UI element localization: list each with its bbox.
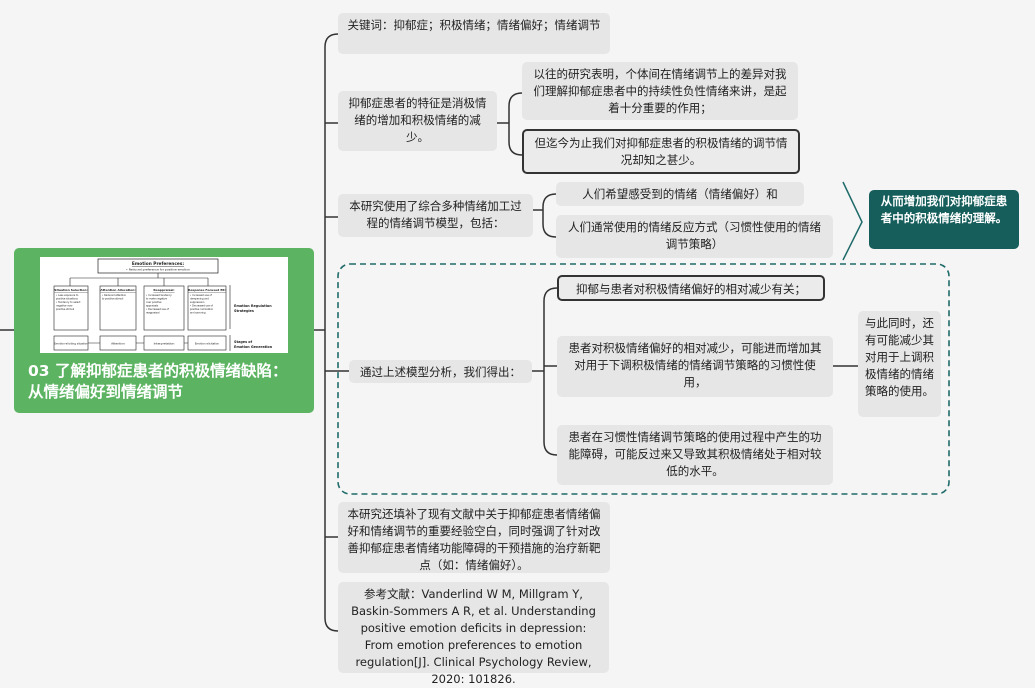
figure-col-4-title: Response Focused ER: — [188, 288, 226, 292]
model-child-node-1[interactable]: 人们希望感受到的情绪（情绪偏好）和 — [556, 182, 804, 206]
feature-node[interactable]: 抑郁症患者的特征是消极情绪的增加和积极情绪的减少。 — [338, 91, 497, 151]
gap-node[interactable]: 本研究还填补了现有文献中关于抑郁症患者情绪偏好和情绪调节的重要经验空白，同时强调… — [338, 502, 610, 573]
keywords-node[interactable]: 关键词：抑郁症；积极情绪；情绪偏好；情绪调节 — [338, 13, 610, 54]
figure-col-3-line: over positive — [146, 301, 162, 304]
figure-col-2-line: • Reduced attention — [102, 294, 127, 297]
figure-col-3-line: • Increased tendency — [146, 294, 172, 297]
figure-col-4-line: and savoring — [190, 312, 206, 315]
figure-stage-4: Emotion elicitation — [195, 342, 220, 346]
figure-stages-label: Emotion Generation — [234, 345, 273, 349]
figure-col-3-line: to make negative — [146, 298, 167, 301]
figure-side-label: Emotion Regulation — [234, 304, 272, 308]
root-title: 03 了解抑郁症患者的积极情绪缺陷： 从情绪偏好到情绪调节 — [28, 361, 308, 403]
figure-col-1-line: • Tendency to select — [56, 301, 81, 304]
figure-col-3-line: • Decreased use of — [146, 308, 169, 311]
model-child-node-2[interactable]: 人们通常使用的情绪反应方式（习惯性使用的情绪调节策略） — [556, 215, 833, 258]
summary-node[interactable]: 从而增加我们对抑郁症患者中的积极情绪的理解。 — [869, 190, 1019, 249]
finding-node-2[interactable]: 患者对积极情绪偏好的相对减少，可能进而增加其对用于下调积极情绪的情绪调节策略的习… — [557, 336, 833, 397]
emotion-regulation-model-figure: Emotion Preferences: • Reduced preferenc… — [40, 257, 288, 353]
root-topic[interactable]: Emotion Preferences: • Reduced preferenc… — [14, 248, 314, 413]
figure-col-3-line: reappraisal — [146, 312, 160, 315]
figure-col-3-title: Reappraisal: — [153, 288, 174, 292]
figure-stages-label: Stages of — [234, 340, 253, 344]
figure-col-4-line: dampening and — [190, 298, 209, 301]
figure-stage-3: Interpretation — [154, 342, 175, 346]
figure-top-title: Emotion Preferences: — [132, 261, 184, 267]
figure-col-4-line: • Increased use of — [190, 294, 212, 297]
figure-col-1-line: positive stimuli — [56, 308, 74, 311]
finding-node-3[interactable]: 患者在习惯性情绪调节策略的使用过程中产生的功能障碍，可能反过来又导致其积极情绪处… — [557, 425, 833, 485]
figure-col-3-line: appraisals — [146, 305, 159, 308]
figure-col-2-title: Attention Allocation: — [100, 288, 135, 292]
root-title-line: 03 了解抑郁症患者的积极情绪缺陷： — [28, 362, 288, 380]
figure-col-1-line: negative over — [56, 305, 73, 308]
figure-side-label: Strategies — [234, 309, 254, 313]
figure-col-4-line: positive rumination — [190, 308, 214, 311]
finding-node-1[interactable]: 抑郁与患者对积极情绪偏好的相对减少有关； — [557, 275, 825, 301]
figure-col-2-line: to positive stimuli — [102, 298, 124, 301]
root-title-line: 从情绪偏好到情绪调节 — [28, 383, 184, 401]
figure-col-4-line: suppression — [190, 301, 205, 304]
figure-col-1-line: • Less exposure to — [56, 294, 79, 297]
finding-2-child-node[interactable]: 与此同时，还有可能减少其对用于上调积极情绪的情绪策略的使用。 — [858, 311, 941, 417]
figure-col-1-title: Situation Selection: — [54, 288, 87, 292]
feature-child-node-2[interactable]: 但迄今为止我们对抑郁症患者的积极情绪的调节情况却知之甚少。 — [522, 129, 800, 174]
figure-stage-2: Attention — [111, 342, 125, 346]
reference-node[interactable]: 参考文献：Vanderlind W M, Millgram Y, Baskin-… — [338, 582, 609, 686]
model-node[interactable]: 本研究使用了综合多种情绪加工过程的情绪调节模型，包括： — [338, 194, 533, 237]
feature-child-node-1[interactable]: 以往的研究表明，个体间在情绪调节上的差异对我们理解抑郁症患者中的持续性负性情绪来… — [522, 62, 798, 120]
figure-stage-1: Emotion-eliciting situation — [54, 342, 88, 346]
figure-col-4-line: • Decreased use of — [190, 305, 213, 308]
figure-top-subtitle: • Reduced preference for positive emotio… — [126, 268, 190, 272]
figure-col-1-line: positive situations — [56, 298, 79, 301]
analysis-node[interactable]: 通过上述模型分析，我们得出： — [349, 360, 532, 383]
